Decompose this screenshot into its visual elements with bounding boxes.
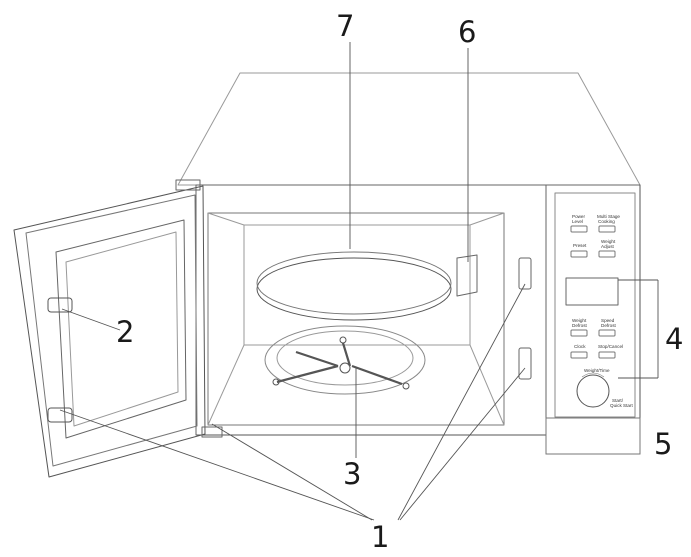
svg-text:Speed: Speed (601, 318, 615, 323)
svg-text:Quick Start: Quick Start (610, 403, 633, 408)
cabinet-top (177, 72, 641, 186)
callout-4: 4 (665, 322, 684, 356)
svg-text:Defrost: Defrost (572, 323, 588, 328)
panel-labels: Power Level Multi Stage Cooking Preset W… (572, 214, 633, 408)
svg-text:Cooking: Cooking (598, 219, 615, 224)
svg-text:Clock: Clock (574, 344, 586, 349)
cabinet-front (195, 184, 547, 436)
callout-5: 5 (654, 427, 673, 461)
svg-text:Weight: Weight (572, 318, 587, 323)
door (13, 179, 223, 478)
waveguide-cover (456, 254, 478, 297)
svg-text:Multi Stage: Multi Stage (597, 214, 620, 219)
svg-text:Weight/Time: Weight/Time (584, 368, 610, 373)
glass-tray (256, 251, 452, 321)
control-panel (545, 184, 641, 455)
svg-text:Power: Power (572, 214, 585, 219)
callout-2: 2 (116, 315, 135, 349)
svg-text:Stop/Cancel: Stop/Cancel (598, 344, 623, 349)
callout-3: 3 (343, 457, 362, 491)
svg-text:Adjust: Adjust (601, 244, 614, 249)
svg-text:Preset: Preset (573, 243, 587, 248)
callout-7: 7 (336, 9, 355, 43)
callout-1: 1 (371, 520, 390, 554)
svg-text:Defrost: Defrost (601, 323, 617, 328)
svg-text:Start/: Start/ (612, 398, 624, 403)
leader-lines (59, 42, 659, 521)
callout-6: 6 (458, 15, 477, 49)
svg-text:Weight: Weight (601, 239, 616, 244)
svg-text:Level: Level (572, 219, 583, 224)
roller-ring (264, 325, 426, 395)
oven-cavity (207, 212, 505, 426)
latch-holes (518, 257, 532, 380)
